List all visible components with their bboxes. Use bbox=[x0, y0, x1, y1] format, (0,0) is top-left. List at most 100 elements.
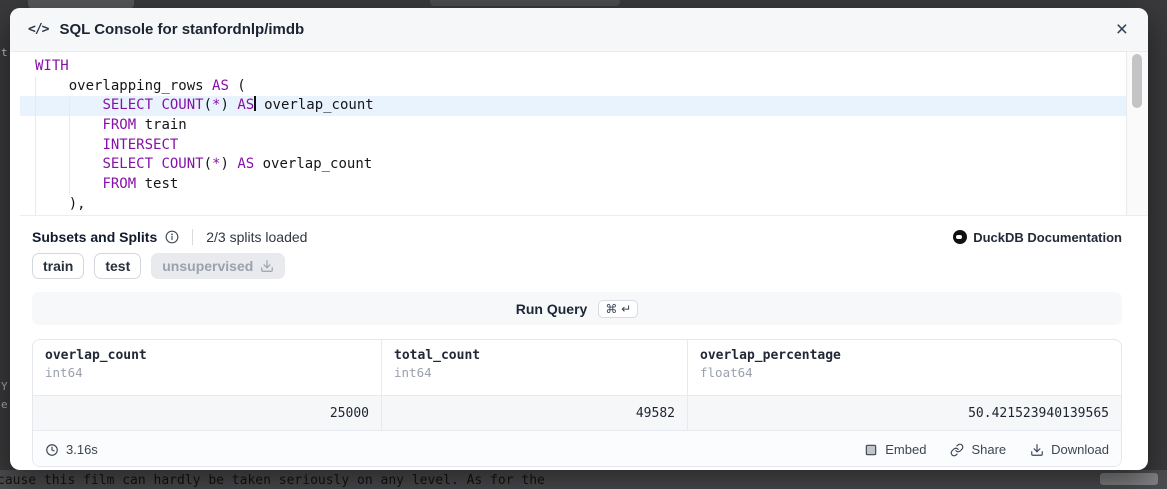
action-label: Share bbox=[971, 442, 1007, 457]
backdrop-page-strip: cause this film can hardly be taken seri… bbox=[0, 470, 1167, 489]
backdrop-fragment bbox=[1100, 473, 1158, 485]
sql-keyword: * bbox=[212, 156, 221, 173]
sql-text: ) bbox=[220, 97, 238, 114]
keyboard-shortcut-badge: ⌘ ↵ bbox=[598, 299, 639, 318]
sql-keyword: * bbox=[212, 97, 221, 114]
sql-console-modal: </> SQL Console for stanfordnlp/imdb × W… bbox=[10, 8, 1148, 470]
backdrop-text-fragment: Y bbox=[1, 380, 8, 393]
code-line: WITH bbox=[35, 57, 1127, 77]
split-badge-test[interactable]: test bbox=[94, 253, 142, 279]
run-query-label: Run Query bbox=[515, 300, 588, 317]
code-line: overlapping_rows AS ( bbox=[35, 77, 1127, 97]
results-actions: Embed Share Download bbox=[864, 442, 1109, 457]
split-badge-label: unsupervised bbox=[162, 258, 254, 274]
sql-text: overlap_count bbox=[255, 97, 374, 114]
column-name: overlap_percentage bbox=[700, 348, 841, 363]
subsets-row: Subsets and Splits 2/3 splits loaded Duc… bbox=[32, 226, 1122, 248]
results-footer: 3.16s Embed Share Download bbox=[33, 430, 1121, 466]
split-badge-unsupervised[interactable]: unsupervised bbox=[151, 253, 286, 279]
column-header-overlap_count: overlap_count int64 bbox=[33, 340, 381, 395]
code-line: INTERSECT bbox=[35, 136, 1127, 156]
sql-keyword: FROM bbox=[102, 117, 137, 134]
code-line: FROM test bbox=[35, 175, 1127, 195]
split-badge-label: test bbox=[105, 258, 131, 274]
sql-keyword: COUNT bbox=[161, 97, 204, 114]
clock-icon bbox=[45, 443, 59, 457]
sql-text: ) bbox=[220, 156, 238, 173]
column-header-total_count: total_count int64 bbox=[381, 340, 687, 395]
share-icon bbox=[950, 443, 964, 457]
run-query-button[interactable]: Run Query ⌘ ↵ bbox=[32, 292, 1122, 325]
sql-editor[interactable]: WITH overlapping_rows AS ( SELECT COUNT(… bbox=[20, 52, 1148, 216]
backdrop-text-fragment: e bbox=[1, 398, 8, 411]
sql-text: overlap_count bbox=[254, 156, 373, 173]
column-type: float64 bbox=[700, 365, 753, 380]
embed-icon bbox=[864, 443, 878, 457]
query-duration: 3.16s bbox=[45, 442, 98, 457]
sql-keyword: AS bbox=[237, 97, 255, 114]
cell-total_count: 49582 bbox=[381, 396, 687, 430]
subsets-title: Subsets and Splits bbox=[32, 229, 158, 245]
split-badge-train[interactable]: train bbox=[32, 253, 85, 279]
sql-text: ( bbox=[228, 77, 246, 94]
indent-guide bbox=[35, 77, 36, 215]
column-header-overlap_percentage: overlap_percentage float64 bbox=[687, 340, 1121, 395]
embed-button[interactable]: Embed bbox=[864, 442, 926, 457]
editor-scrollbar[interactable] bbox=[1126, 52, 1148, 215]
sql-text: ( bbox=[203, 97, 213, 114]
backdrop-fragment bbox=[28, 0, 134, 9]
sql-keyword: SELECT bbox=[102, 156, 154, 173]
sql-keyword: INTERSECT bbox=[102, 136, 179, 153]
download-icon bbox=[260, 259, 274, 273]
sql-keyword: WITH bbox=[35, 58, 69, 74]
query-duration-value: 3.16s bbox=[66, 442, 98, 457]
sql-keyword: FROM bbox=[102, 176, 137, 193]
close-button[interactable]: × bbox=[1115, 18, 1128, 41]
sql-keyword: COUNT bbox=[161, 156, 204, 173]
column-type: int64 bbox=[45, 365, 83, 380]
sql-keyword: AS bbox=[212, 77, 229, 94]
editor-scrollbar-thumb[interactable] bbox=[1132, 54, 1142, 108]
info-button[interactable] bbox=[165, 230, 179, 244]
cell-overlap_percentage: 50.421523940139565 bbox=[687, 396, 1121, 430]
splits-loaded-status: 2/3 splits loaded bbox=[206, 229, 308, 245]
sql-text: ( bbox=[203, 156, 213, 173]
modal-title: SQL Console for stanfordnlp/imdb bbox=[59, 21, 305, 38]
action-label: Embed bbox=[885, 442, 927, 457]
code-icon: </> bbox=[28, 22, 50, 37]
sql-text: overlapping_rows bbox=[35, 77, 213, 94]
download-icon bbox=[1030, 443, 1044, 457]
split-badge-label: train bbox=[43, 258, 74, 274]
sql-text: test bbox=[136, 176, 179, 193]
text-cursor bbox=[254, 96, 256, 112]
code-line: FROM train bbox=[35, 116, 1127, 136]
code-line: ), bbox=[35, 195, 1127, 215]
sql-text: ), bbox=[35, 195, 86, 212]
info-icon bbox=[165, 230, 179, 244]
download-button[interactable]: Download bbox=[1030, 442, 1109, 457]
code-line: SELECT COUNT(*) AS overlap_count bbox=[35, 155, 1127, 175]
backdrop-dataset-text: cause this film can hardly be taken seri… bbox=[0, 473, 545, 488]
backdrop-fragment bbox=[430, 0, 620, 6]
action-label: Download bbox=[1051, 442, 1109, 457]
backdrop-text-fragment: t bbox=[1, 46, 8, 59]
code-line: SELECT COUNT(*) AS overlap_count bbox=[20, 96, 1127, 117]
divider bbox=[192, 229, 194, 245]
column-name: overlap_count bbox=[45, 348, 147, 363]
sql-code[interactable]: WITH overlapping_rows AS ( SELECT COUNT(… bbox=[20, 52, 1127, 215]
share-button[interactable]: Share bbox=[950, 442, 1006, 457]
cell-overlap_count: 25000 bbox=[329, 405, 369, 421]
duckdb-link-label: DuckDB Documentation bbox=[973, 229, 1122, 245]
splits-row: train test unsupervised bbox=[32, 253, 286, 279]
sql-keyword: AS bbox=[237, 156, 255, 173]
modal-header: </> SQL Console for stanfordnlp/imdb × bbox=[10, 8, 1148, 52]
indent-guide bbox=[69, 97, 70, 195]
column-name: total_count bbox=[394, 348, 481, 363]
duckdb-documentation-link[interactable]: DuckDB Documentation bbox=[953, 230, 1122, 245]
duckdb-logo-icon bbox=[953, 230, 968, 244]
sql-text: train bbox=[136, 117, 187, 134]
column-type: int64 bbox=[394, 365, 432, 380]
